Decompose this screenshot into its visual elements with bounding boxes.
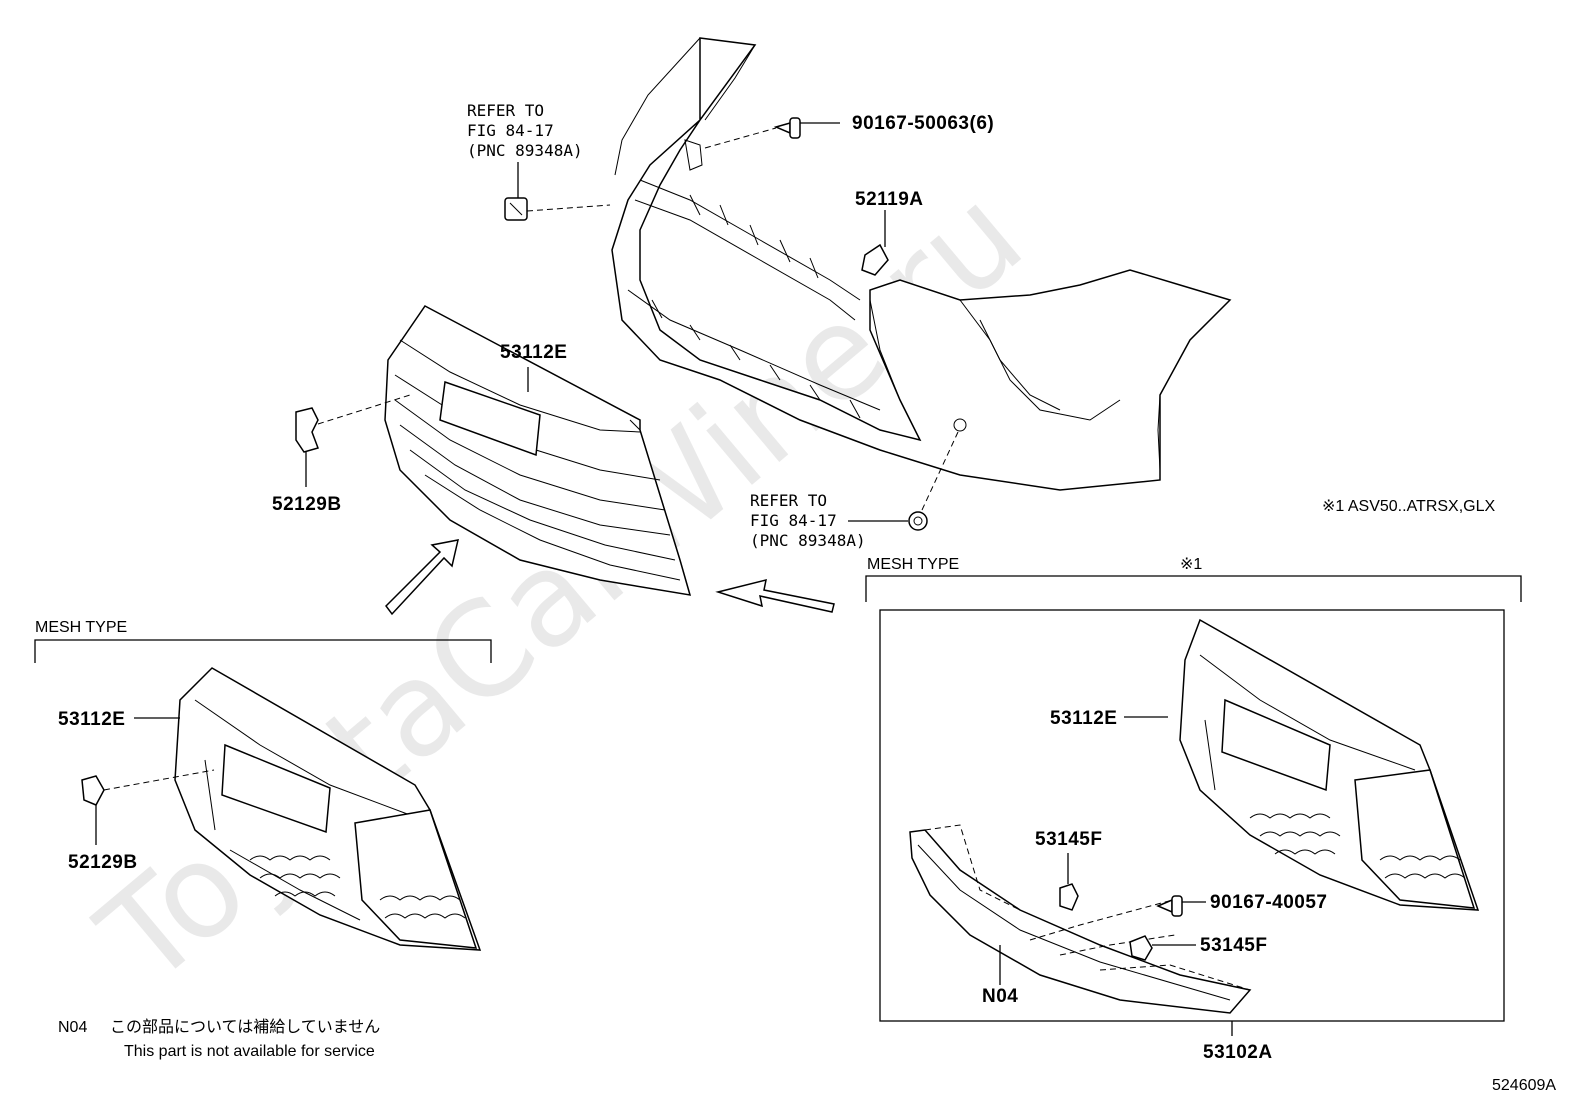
mesh-pattern-right: [1249, 813, 1466, 879]
label-clip-mesh-left: 52129B: [68, 852, 138, 873]
bracket-52119A: [861, 210, 889, 276]
figure-id: 524609A: [1492, 1077, 1556, 1094]
label-bracket-top: 52119A: [855, 189, 924, 210]
refer-mid-line2: FIG 84-17: [750, 511, 837, 530]
mesh-pattern-left: [249, 855, 466, 919]
clip-52129B: [295, 394, 411, 487]
label-assembly: 53102A: [1203, 1042, 1273, 1063]
refer-top-line2: FIG 84-17: [467, 121, 554, 140]
front-bumper-cover: [611, 37, 1232, 491]
label-screw-top: 90167-50063(6): [852, 113, 994, 134]
note-text: ※1 ASV50..ATRSX,GLX: [1322, 498, 1496, 515]
radiator-grille-center: [384, 305, 692, 596]
label-n04: N04: [982, 986, 1018, 1007]
footnote-en: This part is not available for service: [124, 1043, 375, 1060]
label-grille-mesh-right: 53112E: [1050, 708, 1117, 729]
refer-mid-line3: (PNC 89348A): [750, 531, 866, 550]
clip-refer-top: [504, 162, 611, 221]
label-screw-mesh-right: 90167-40057: [1210, 892, 1328, 913]
clip-53145F-b: [1129, 935, 1196, 961]
footnote-code: N04: [58, 1019, 87, 1036]
refer-mid-line1: REFER TO: [750, 491, 827, 510]
label-grille-mesh-left: 53112E: [58, 709, 125, 730]
mesh-type-left-label: MESH TYPE: [35, 619, 127, 636]
label-grille-top: 53112E: [500, 342, 567, 363]
screw-90167-50063: [704, 117, 840, 149]
clip-53145F-a: [1059, 853, 1079, 911]
label-clip-mesh-right-a: 53145F: [1035, 829, 1102, 850]
assembly-box: [879, 609, 1505, 1022]
mesh-type-left-bracket: [34, 639, 492, 663]
clip-refer-mid: [848, 418, 967, 531]
note-mark: ※1: [1180, 556, 1202, 573]
radiator-grille-mesh-right: [1179, 618, 1480, 911]
clip-52129B-mesh: [81, 769, 215, 845]
label-clip-left: 52129B: [272, 494, 342, 515]
refer-top-line3: (PNC 89348A): [467, 141, 583, 160]
footnote-jp: この部品については補給していません: [110, 1018, 380, 1036]
radiator-grille-mesh-left: [174, 667, 482, 951]
arrow-to-grille-left: [385, 539, 459, 616]
lower-grille-molding-N04: [909, 824, 1252, 1014]
arrow-to-grille-right: [715, 578, 835, 613]
mesh-type-right-label: MESH TYPE: [867, 556, 959, 573]
screw-90167-40057: [1156, 895, 1206, 917]
refer-top-line1: REFER TO: [467, 101, 544, 120]
mesh-type-right-bracket: [865, 575, 1522, 602]
label-clip-mesh-right-b: 53145F: [1200, 935, 1267, 956]
